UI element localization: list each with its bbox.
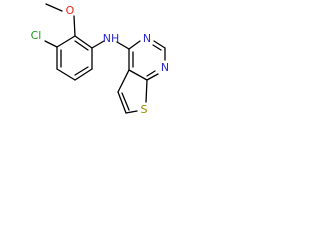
bond-n3-c2p-inner [152, 44, 162, 51]
bond-c5t-c6t-inner [121, 92, 130, 111]
bond-nh-c4p [116, 41, 130, 50]
bond-c7a-c4a [128, 69, 148, 81]
bond-c3-cl [44, 40, 58, 48]
bond-methyl-o [45, 3, 63, 12]
bond-n1-c7a-inner [146, 70, 156, 77]
bond-c5-c6-inner [74, 66, 89, 76]
bond-c1-nh [91, 40, 105, 49]
bond-c4a-c5t [117, 69, 130, 93]
bond-c6t-s [125, 110, 138, 114]
molecule-svg: Cl O NH N N S [31, 3, 169, 116]
molecule-diagram: Cl O NH N N S [0, 0, 193, 143]
bond-c1-c2 [74, 35, 93, 49]
atom-n3-label: N [143, 32, 151, 45]
bond-c5-c6 [74, 68, 93, 81]
atom-nh-label: NH [103, 32, 120, 45]
bond-n3-c2p [153, 40, 166, 49]
atom-n1-label: N [161, 61, 169, 74]
atom-o-label: O [66, 4, 75, 17]
atom-s-label: S [141, 103, 148, 116]
bond-n1-c7a [146, 73, 159, 81]
bond-o-c2 [73, 15, 76, 37]
bond-c1-c2-inner [74, 40, 89, 51]
bond-c5t-c6t [117, 91, 127, 114]
atom-cl-label: Cl [31, 29, 42, 42]
bond-c4p-n3 [128, 40, 141, 50]
bond-c4-c5 [56, 68, 76, 81]
bond-s-c7a [145, 79, 148, 103]
bond-c2-c3 [56, 35, 76, 48]
